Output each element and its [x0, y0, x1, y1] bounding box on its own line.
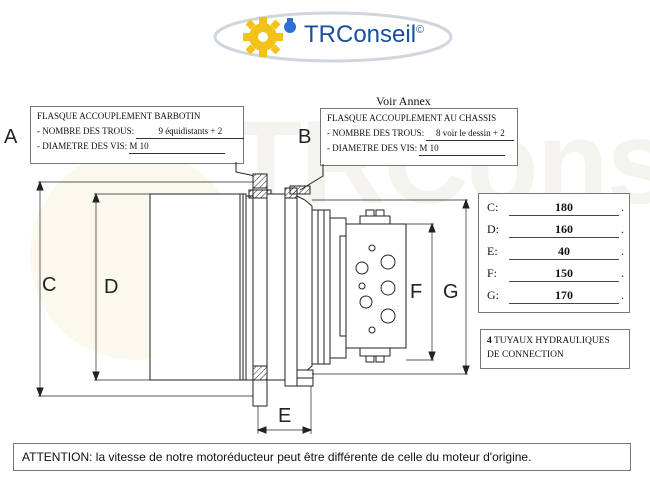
- callout-b-screw: - DIAMETRE DES VIS: M 10: [327, 142, 506, 156]
- label-b: B: [298, 126, 312, 148]
- callout-a-holes: - NOMBRE DES TROUS: 9 équidistants + 2: [37, 125, 245, 139]
- logo-ring-icon: [213, 11, 453, 63]
- callout-a-holes-value: 9 équidistants + 2: [136, 125, 245, 139]
- dim-label-e: E: [278, 405, 292, 427]
- hoses-box: 4 TUYAUX HYDRAULIQUES DE CONNECTION: [480, 329, 630, 369]
- callout-a-screw: - DIAMETRE DES VIS: M 10: [37, 140, 226, 154]
- callout-b-box: FLASQUE ACCOUPLEMENT AU CHASSIS - NOMBRE…: [320, 108, 518, 166]
- dim-label-f: F: [410, 281, 423, 303]
- callout-b-title: FLASQUE ACCOUPLEMENT AU CHASSIS: [327, 113, 497, 123]
- brand-name: TRConseil©: [304, 21, 425, 48]
- gear-icon: [243, 17, 296, 57]
- callout-a-screw-value: M 10: [129, 140, 226, 154]
- warning-text: ATTENTION: la vitesse de notre motoréduc…: [22, 450, 532, 464]
- dim-value-f: 150: [509, 266, 619, 282]
- hoses-count: 4: [487, 336, 492, 346]
- label-a: A: [4, 126, 18, 148]
- callout-b-screw-value: M 10: [419, 142, 506, 156]
- warning-box: ATTENTION: la vitesse de notre motoréduc…: [13, 443, 631, 471]
- callout-a-title: FLASQUE ACCOUPLEMENT BARBOTIN: [37, 111, 201, 121]
- dim-label-c: C: [42, 274, 57, 296]
- annex-title: Voir Annex: [376, 94, 431, 108]
- logo: TRConseil©: [208, 5, 458, 65]
- dim-value-c: 180: [509, 200, 619, 216]
- dim-value-d: 160: [509, 222, 619, 238]
- callout-b-holes: - NOMBRE DES TROUS: 8 voir le dessin + 2: [327, 127, 515, 141]
- dim-value-g: 170: [509, 288, 619, 304]
- dimensions-table: C: 180 . D: 160 . E: 40 . F: 150 . G: 17…: [478, 193, 630, 313]
- callout-a-box: FLASQUE ACCOUPLEMENT BARBOTIN - NOMBRE D…: [30, 106, 245, 164]
- callout-b-holes-value: 8 voir le dessin + 2: [426, 127, 515, 141]
- dim-value-e: 40: [509, 244, 619, 260]
- dim-label-d: D: [104, 276, 119, 298]
- dim-label-g: G: [443, 281, 459, 303]
